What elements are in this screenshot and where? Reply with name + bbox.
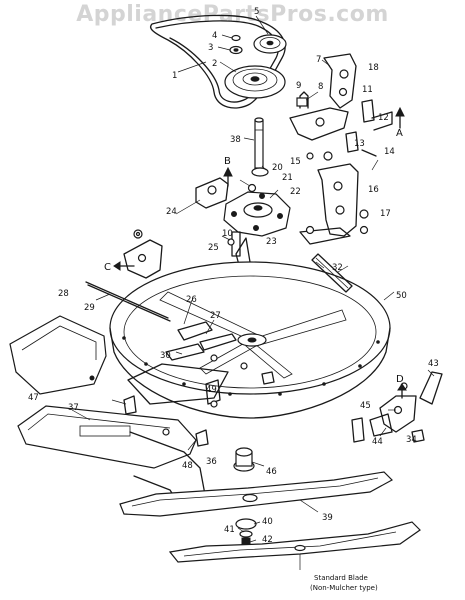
part-number: 32 <box>332 263 343 273</box>
spindle-pulley <box>224 65 286 99</box>
part-number: 39 <box>322 513 333 523</box>
reference-arrow-d <box>397 383 407 399</box>
part-number: 28 <box>58 289 69 299</box>
discharge-chute-37 <box>17 405 207 507</box>
part-number: 47 <box>28 393 39 403</box>
reference-letter-b: B <box>224 156 231 167</box>
deck-rods <box>85 253 353 322</box>
spindle-shaft <box>247 117 269 193</box>
part-number: 8 <box>318 82 323 92</box>
part-number: 2 <box>212 59 217 69</box>
part-number: 21 <box>282 173 293 183</box>
part-number: 3 <box>208 43 213 53</box>
part-number: 5 <box>254 7 259 17</box>
part-number: 49 <box>206 385 217 395</box>
part-number: 50 <box>396 291 407 301</box>
part-number: 44 <box>372 437 383 447</box>
part-number: 18 <box>368 63 379 73</box>
part-number: 14 <box>384 147 395 157</box>
mower-deck-shell <box>109 261 391 419</box>
part-number: 11 <box>362 85 373 95</box>
standard-blade <box>168 521 421 563</box>
idler-arm-bracket <box>289 53 357 141</box>
blade-adapter-46 <box>233 447 255 472</box>
chute-hardware-17-48 <box>123 395 209 447</box>
part-number: 37 <box>68 403 79 413</box>
part-number: 29 <box>84 303 95 313</box>
reference-letter-a: A <box>396 128 403 139</box>
part-number: 43 <box>428 359 439 369</box>
washer-hardware-3-4 <box>229 34 243 55</box>
deck-bracket-left <box>123 177 229 279</box>
pivot-bracket-16 <box>299 163 369 245</box>
part-number: 48 <box>182 461 193 471</box>
part-number: 20 <box>272 163 283 173</box>
part-number: 40 <box>262 517 273 527</box>
part-number: 36 <box>206 457 217 467</box>
leader-lines <box>71 15 435 570</box>
reference-letters: A B C D <box>104 128 404 385</box>
standard-blade-caption: Standard Blade (Non-Mulcher type) <box>310 574 378 592</box>
part-number: 13 <box>354 139 365 149</box>
part-number: 15 <box>290 157 301 167</box>
part-number: 24 <box>166 207 177 217</box>
part-number: 25 <box>208 243 219 253</box>
part-number: 16 <box>368 185 379 195</box>
part-number: 1 <box>172 71 177 81</box>
reference-arrow-b <box>223 166 233 187</box>
part-number: 23 <box>266 237 277 247</box>
part-number: 9 <box>296 81 301 91</box>
caption-line-2: (Non-Mulcher type) <box>310 584 378 592</box>
part-number: 17 <box>380 209 391 219</box>
part-number: 46 <box>266 467 277 477</box>
mulching-blade <box>119 471 393 517</box>
part-number: 10 <box>222 229 233 239</box>
part-number: 26 <box>186 295 197 305</box>
part-number: 27 <box>210 311 221 321</box>
part-number: 7 <box>316 55 321 65</box>
rear-baffle-hardware <box>127 363 275 408</box>
part-number: 12 <box>378 113 389 123</box>
part-number: 45 <box>360 401 371 411</box>
reference-arrow-a <box>395 106 405 129</box>
spindle-housing <box>223 191 291 237</box>
reference-arrow-c <box>113 261 135 271</box>
part-number: 42 <box>262 535 273 545</box>
side-shield-47 <box>9 315 107 395</box>
idler-bolt-hardware <box>306 99 393 161</box>
part-number: 41 <box>224 525 235 535</box>
lift-link-26-27-30 <box>165 321 248 370</box>
idler-pulley <box>253 34 287 54</box>
part-number: 22 <box>290 187 301 197</box>
part-number: 30 <box>160 351 171 361</box>
part-number: 38 <box>230 135 241 145</box>
part-number: 34 <box>406 435 417 445</box>
reference-letter-c: C <box>104 262 111 273</box>
reference-letter-d: D <box>396 374 404 385</box>
part-number: 4 <box>212 31 217 41</box>
part-number-labels: 1 2 3 4 5 7 8 9 10 11 12 13 14 15 16 17 … <box>28 7 439 545</box>
caption-line-1: Standard Blade <box>314 574 368 582</box>
